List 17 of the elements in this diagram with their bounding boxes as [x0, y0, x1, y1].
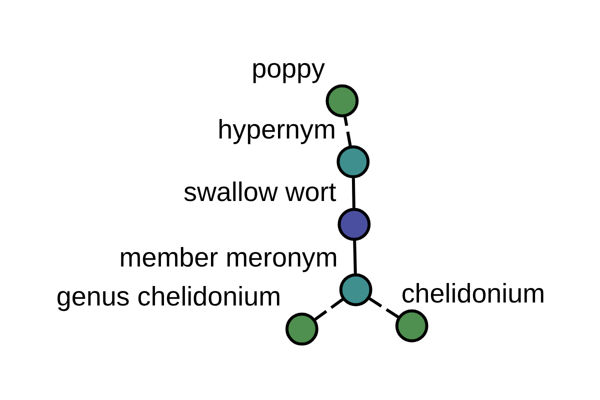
connector: [368, 296, 400, 319]
node-label: swallow wort: [184, 177, 336, 208]
connector: [343, 116, 352, 147]
connector: [352, 177, 356, 209]
node-circle: [326, 84, 359, 118]
node-circle: [285, 312, 318, 346]
node-label: chelidonium: [401, 278, 546, 309]
node-circle: [336, 145, 370, 178]
node-circle: [338, 208, 371, 241]
node-circle: [395, 309, 428, 342]
connector: [314, 298, 344, 321]
node-label: genus chelidonium: [56, 282, 282, 312]
node-label: member meronym: [119, 242, 338, 272]
node-label: hypernym: [218, 114, 336, 144]
node-circle: [339, 273, 372, 306]
connector: [353, 240, 357, 275]
node-label: poppy: [252, 54, 325, 84]
